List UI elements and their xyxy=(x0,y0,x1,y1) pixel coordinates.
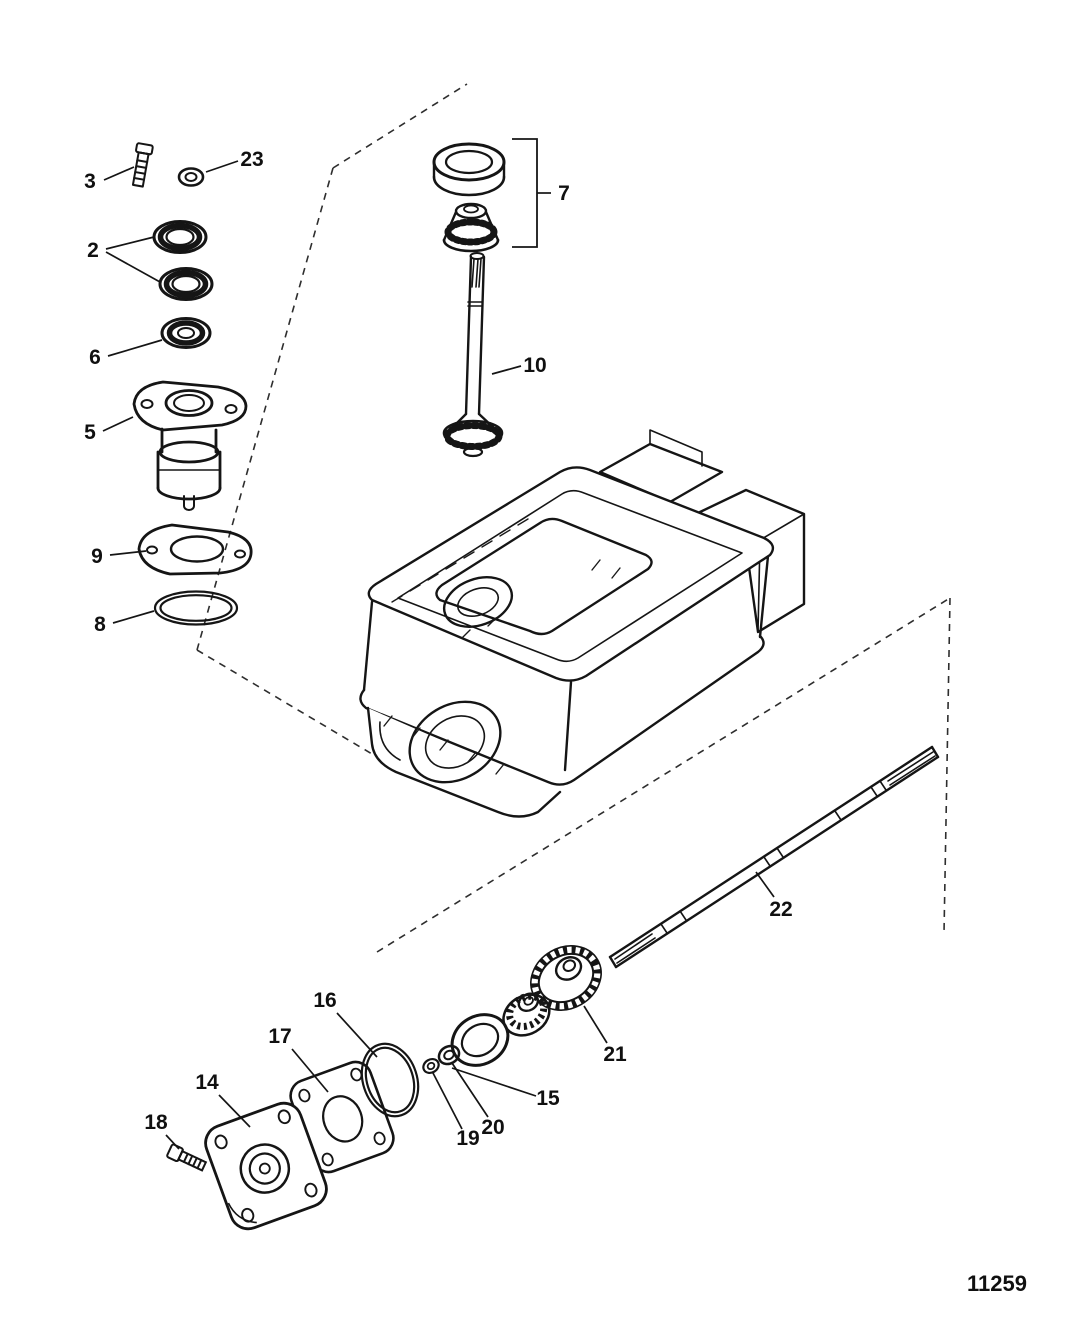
part-bearing-set-7 xyxy=(432,142,506,253)
part-washer-23 xyxy=(177,167,205,187)
callout-10-label: 10 xyxy=(523,354,546,377)
callout-23-label: 23 xyxy=(240,148,263,171)
housing-hatching xyxy=(383,518,621,775)
callout-9: 9 xyxy=(91,545,147,568)
callout-14-label: 14 xyxy=(195,1071,219,1094)
diagram-number: 11259 xyxy=(967,1271,1027,1296)
callout-17: 17 xyxy=(268,1025,329,1093)
callout-8: 8 xyxy=(94,610,155,636)
part-oring-16 xyxy=(360,1042,420,1118)
callout-16: 16 xyxy=(313,989,378,1058)
callout-21-label: 21 xyxy=(603,1043,627,1066)
part-propshaft-22 xyxy=(608,745,940,969)
callout-18-label: 18 xyxy=(144,1111,168,1134)
callout-15: 15 xyxy=(451,1067,560,1110)
callout-21: 21 xyxy=(583,1005,627,1066)
callout-3: 3 xyxy=(84,166,135,193)
callout-16-label: 16 xyxy=(313,989,336,1012)
callout-6-label: 6 xyxy=(89,346,101,369)
callout-3-label: 3 xyxy=(84,170,96,193)
callout-7-label: 7 xyxy=(558,182,570,205)
part-screw-3 xyxy=(131,142,154,188)
part-screw-18 xyxy=(166,1143,208,1172)
part-bearing-races-2 xyxy=(152,220,214,301)
callout-7: 7 xyxy=(512,138,570,248)
callout-22: 22 xyxy=(755,871,793,921)
part-driveshaft-housing-5 xyxy=(132,380,248,511)
part-bearing-carrier-14 xyxy=(204,1101,328,1231)
part-gear-housing xyxy=(359,429,806,818)
callout-5-label: 5 xyxy=(84,421,96,444)
callout-15-label: 15 xyxy=(536,1087,560,1110)
callout-20-label: 20 xyxy=(481,1116,504,1139)
callout-20: 20 xyxy=(451,1062,505,1139)
callout-19: 19 xyxy=(432,1072,480,1150)
callout-9-label: 9 xyxy=(91,545,103,568)
callout-23: 23 xyxy=(205,148,264,173)
callout-18: 18 xyxy=(144,1111,180,1150)
callout-14: 14 xyxy=(195,1071,251,1128)
callout-19-label: 19 xyxy=(456,1127,479,1150)
part-washer-19 xyxy=(422,1057,440,1075)
callout-8-label: 8 xyxy=(94,613,106,636)
part-driveshaft-10 xyxy=(442,252,504,458)
part-bearing-15 xyxy=(450,992,551,1067)
callout-2: 2 xyxy=(87,236,161,283)
callout-6: 6 xyxy=(89,339,163,369)
part-washer-20 xyxy=(437,1044,461,1066)
section-plane-lower xyxy=(376,597,951,953)
part-oring-8 xyxy=(153,590,239,626)
part-gasket-9 xyxy=(137,523,253,576)
section-plane-upper xyxy=(196,83,468,774)
callout-5: 5 xyxy=(84,416,134,444)
callout-17-label: 17 xyxy=(268,1025,291,1048)
callout-2-label: 2 xyxy=(87,239,99,262)
callout-10: 10 xyxy=(491,354,547,377)
callout-22-label: 22 xyxy=(769,898,792,921)
part-ball-bearing-6 xyxy=(160,317,212,349)
